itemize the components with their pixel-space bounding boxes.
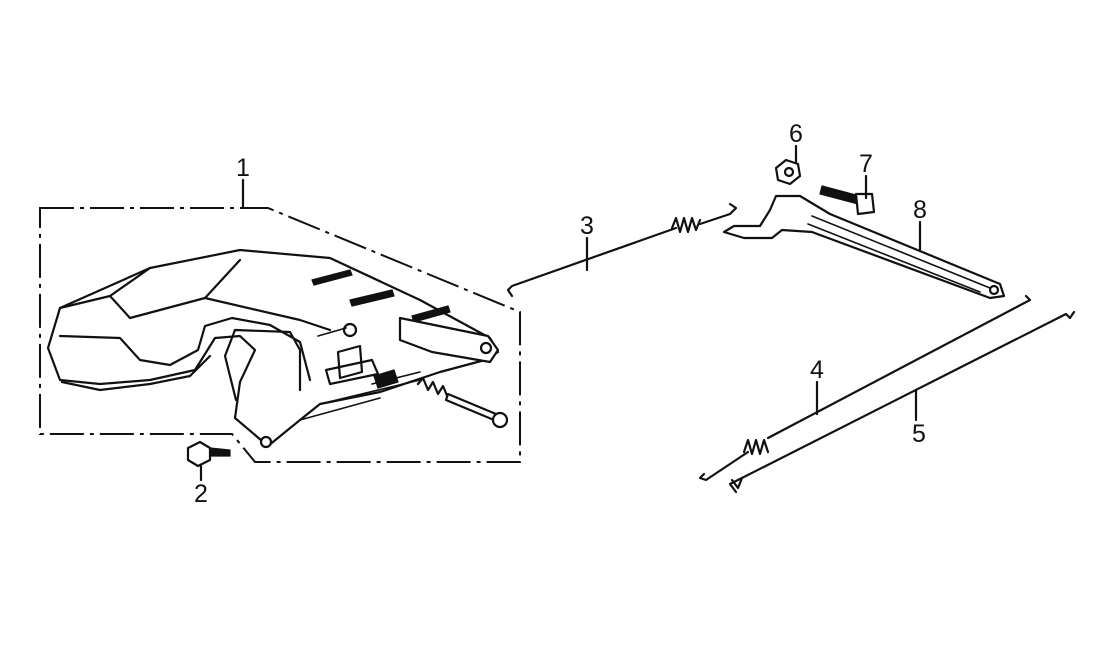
- cover-body: [46, 248, 500, 448]
- arm-hole: [479, 341, 493, 355]
- cover-bracket-tab: [324, 344, 380, 386]
- rod-5-sleeve: [730, 476, 744, 490]
- bolt-7-shank: [819, 185, 861, 205]
- part-1-cover-assembly: [39, 207, 521, 463]
- cover-long-bolt: [444, 392, 498, 422]
- rod-3: [506, 226, 678, 298]
- rod-4-spring: [742, 438, 770, 456]
- callout-1: 1: [236, 154, 250, 182]
- cover-slat-1: [311, 269, 353, 286]
- bracket-8: [722, 194, 1006, 300]
- callout-5: 5: [912, 420, 926, 448]
- callout-8: 8: [913, 196, 927, 224]
- cover-hole-top: [342, 322, 358, 338]
- rod-3-spring: [670, 216, 702, 234]
- bolt-2-shank: [209, 447, 231, 457]
- cover-hole-front: [259, 435, 273, 449]
- cover-nut: [373, 369, 399, 389]
- part-2-bolt: [186, 440, 231, 468]
- callouts: 1 2 3 4 5 6 7 8: [194, 120, 927, 508]
- rod-5: [728, 310, 1076, 494]
- bracket-8-hole: [988, 284, 1000, 296]
- part-3-spring-rod: [506, 202, 738, 298]
- part-8-bracket: [722, 194, 1006, 300]
- leader-lines: [199, 144, 922, 482]
- callout-6: 6: [789, 120, 803, 148]
- callout-3: 3: [580, 212, 594, 240]
- bracket-8-slot: [807, 215, 991, 293]
- nut-6-hole: [783, 166, 795, 178]
- part-4-rod: [698, 294, 1032, 482]
- cover-ridge: [58, 258, 332, 332]
- assembly-boundary: [39, 207, 521, 463]
- rod-4: [698, 294, 1032, 482]
- cover-inner-cutout: [223, 328, 302, 402]
- bolt-head: [491, 411, 509, 429]
- cover-mount-arm: [398, 316, 500, 364]
- part-5-rod: [728, 310, 1076, 494]
- callout-4: 4: [810, 356, 824, 384]
- rod-3-hook: [698, 202, 738, 226]
- cover-slat-2: [349, 289, 395, 307]
- callout-2: 2: [194, 480, 208, 508]
- cover-lower-edge: [60, 354, 212, 392]
- bolt-2-head: [186, 440, 212, 468]
- part-6-nut: [774, 158, 802, 186]
- callout-7: 7: [859, 150, 873, 178]
- cover-spring: [416, 376, 450, 400]
- cover-front-step: [58, 316, 312, 382]
